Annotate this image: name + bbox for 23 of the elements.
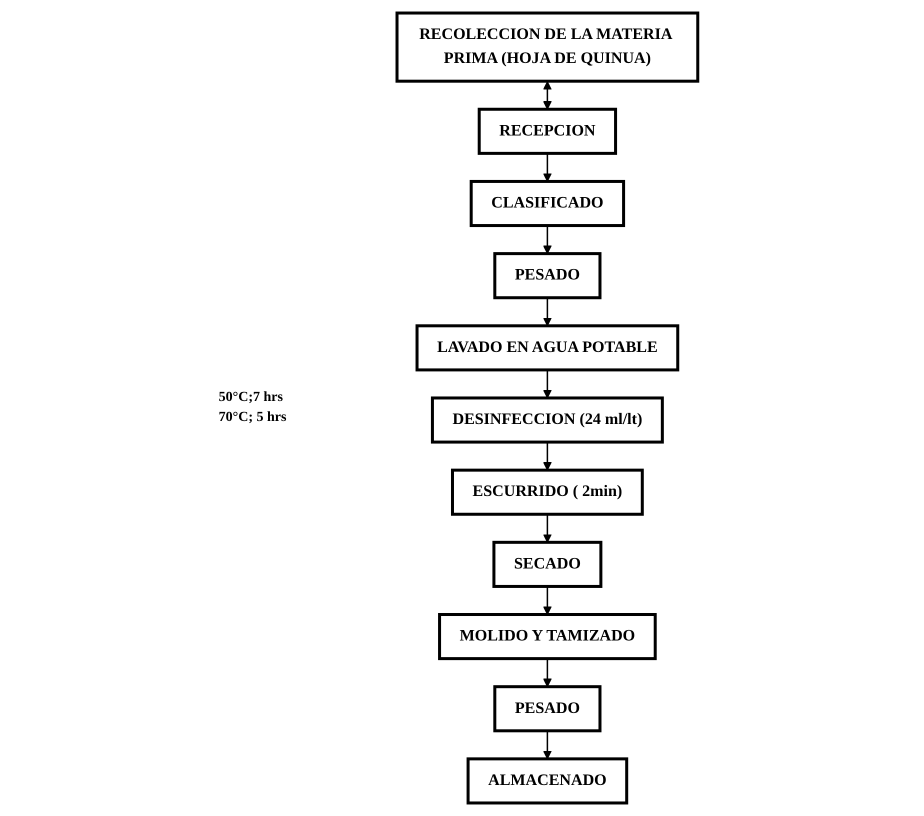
process-note: 70°C; 5 hrs [218, 410, 288, 426]
arrow [542, 370, 552, 398]
node-box: LAVADO EN AGUA POTABLE [415, 324, 679, 372]
node-box: CLASIFICADO [469, 180, 625, 228]
process-note: 50°C;7 hrs [218, 390, 284, 406]
node-box: RECEPCION [477, 108, 617, 155]
arrow [542, 586, 552, 615]
arrow [542, 514, 552, 543]
node-box: ALMACENADO [466, 757, 628, 804]
arrow [542, 658, 552, 688]
node-box: ESCURRIDO ( 2min) [450, 468, 644, 516]
node-box: RECOLECCION DE LA MATERIA PRIMA (HOJA DE QUINUA) [395, 12, 699, 83]
node-box: SECADO [492, 540, 602, 588]
arrow [542, 226, 552, 254]
node-box: DESINFECCION (24 ml/lt) [430, 396, 664, 444]
arrow [542, 442, 552, 471]
node-box: PESADO [492, 685, 602, 732]
arrow [542, 730, 552, 760]
arrow [542, 153, 552, 182]
arrow [542, 81, 552, 110]
arrow [542, 298, 552, 326]
node-box: MOLIDO Y TAMIZADO [438, 613, 656, 660]
node-box: PESADO [492, 252, 602, 300]
